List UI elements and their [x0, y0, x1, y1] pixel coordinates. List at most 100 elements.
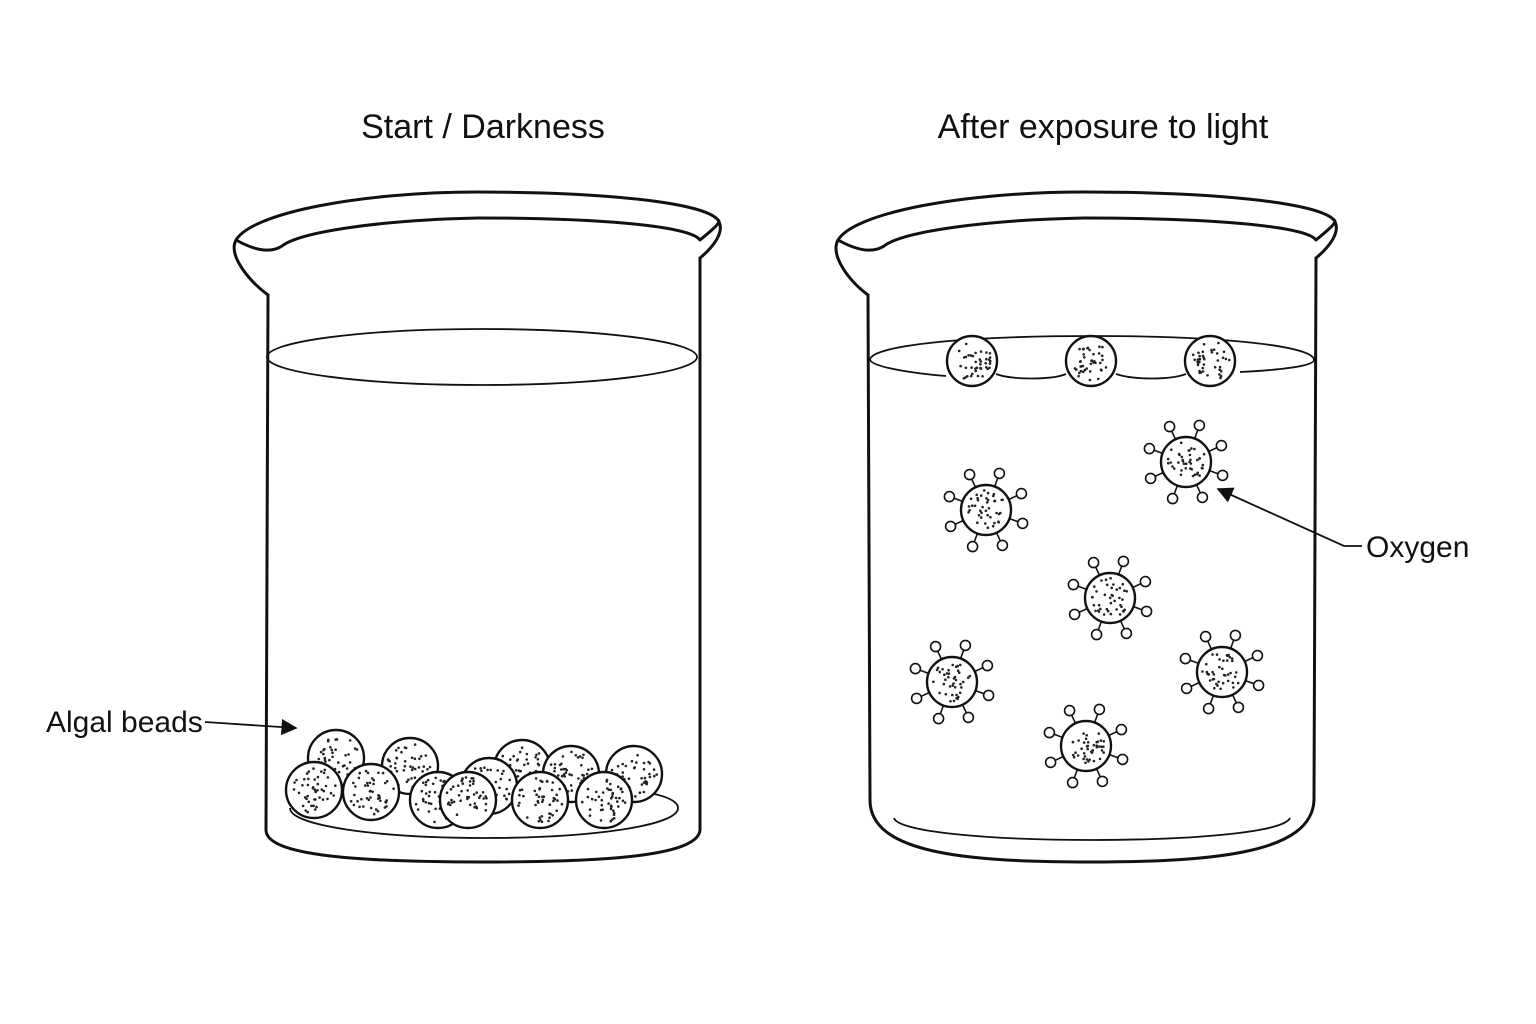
- bead-speck: [979, 367, 983, 370]
- bead-speck: [642, 761, 646, 765]
- bead-speck: [334, 738, 338, 741]
- right-beaker: [834, 190, 1338, 864]
- bead-speck: [329, 791, 333, 795]
- bead-speck: [413, 776, 417, 779]
- bead-speck: [1221, 667, 1224, 671]
- bead-speck: [1201, 366, 1205, 370]
- bead-speck: [442, 780, 445, 783]
- bubble-stem: [1097, 621, 1103, 631]
- bead-speck: [305, 772, 309, 775]
- bead-speck: [1109, 612, 1113, 616]
- bead-speck: [580, 764, 583, 767]
- bead-speck: [402, 769, 406, 772]
- bead-speck: [938, 670, 942, 674]
- bead-speck: [1086, 346, 1090, 350]
- bead-speck: [1222, 659, 1225, 662]
- bead-speck: [1082, 752, 1086, 755]
- bead-speck: [426, 778, 430, 782]
- bead-speck: [358, 805, 361, 809]
- bead-speck: [372, 782, 375, 786]
- bead-speck: [560, 768, 563, 771]
- bead-speck: [1097, 745, 1101, 748]
- bead-speck: [976, 374, 980, 378]
- bead-speck: [1099, 739, 1103, 742]
- bubble-stem: [953, 497, 963, 503]
- bead-speck: [536, 758, 540, 761]
- bubble-stem: [1009, 517, 1019, 523]
- bead-speck: [305, 797, 308, 801]
- bubble-stem: [920, 691, 930, 698]
- bead-speck: [520, 788, 524, 791]
- bubble-stem: [1108, 730, 1118, 737]
- bead-speck: [368, 790, 372, 793]
- bead-speck: [606, 787, 609, 790]
- bead-speck: [1097, 377, 1100, 381]
- oxygen-bubble: [1066, 776, 1079, 789]
- bead-speck: [1077, 739, 1080, 742]
- bead-speck: [959, 663, 962, 667]
- bead-speck: [1072, 753, 1075, 757]
- bead-speck: [955, 696, 958, 700]
- bead-speck: [1188, 449, 1191, 452]
- bead-speck: [984, 509, 988, 513]
- bead-speck: [1115, 588, 1118, 591]
- bead-speck: [576, 756, 580, 759]
- bead-speck: [379, 799, 382, 803]
- bead-speck: [516, 758, 520, 761]
- bead-speck: [328, 758, 331, 762]
- bead-speck: [312, 804, 315, 808]
- bead-speck: [618, 796, 621, 800]
- bead-speck: [323, 768, 327, 772]
- bead-speck: [384, 801, 388, 804]
- bead-speck: [483, 766, 486, 769]
- bead-speck: [452, 800, 456, 804]
- bead-speck: [468, 803, 472, 807]
- bubble-stem: [939, 705, 945, 715]
- bead-speck: [1082, 732, 1085, 735]
- bubble-stem: [970, 478, 977, 488]
- bead-speck: [623, 801, 627, 804]
- bead-speck: [293, 781, 296, 784]
- bead-speck: [1120, 605, 1123, 609]
- oxygen-bubble: [1115, 723, 1128, 736]
- bead-speck: [326, 797, 329, 801]
- bead-speck: [1226, 679, 1230, 683]
- bead-speck: [1189, 462, 1193, 465]
- bead-speck: [536, 762, 540, 766]
- bead-speck: [535, 753, 538, 757]
- bead-speck: [1206, 374, 1209, 377]
- bead-speck: [555, 793, 558, 797]
- bead-speck: [1166, 461, 1170, 465]
- bead-speck: [581, 756, 584, 760]
- bead-speck: [1166, 457, 1170, 461]
- bead-speck: [977, 514, 981, 517]
- bead-speck: [964, 342, 968, 346]
- bead-speck: [588, 814, 592, 817]
- bead-speck: [317, 757, 321, 761]
- bead-speck: [337, 761, 340, 764]
- bead-speck: [960, 686, 963, 689]
- bead-speck: [472, 779, 475, 783]
- bead-speck: [505, 797, 509, 801]
- bead-speck: [957, 671, 961, 674]
- oxygen-bubble: [1179, 652, 1192, 665]
- bead-speck: [525, 758, 528, 761]
- bead-with-oxygen-bubbles: [1043, 703, 1129, 789]
- bead-speck: [313, 798, 316, 801]
- bead-speck: [997, 520, 1000, 524]
- bead-speck: [1113, 599, 1116, 603]
- bead-speck: [621, 762, 624, 766]
- bead-speck: [500, 772, 504, 776]
- bead-speck: [322, 752, 325, 756]
- bead-speck: [372, 812, 376, 816]
- bubble-stem: [1245, 679, 1255, 685]
- bead-speck: [976, 499, 980, 502]
- bead-speck: [434, 807, 437, 811]
- bead-speck: [1072, 755, 1076, 759]
- bead-speck: [1218, 365, 1222, 369]
- bead-speck: [989, 515, 992, 519]
- bead-speck: [419, 755, 423, 758]
- bead-speck: [486, 768, 489, 772]
- oxygen-bubble: [996, 539, 1009, 552]
- left-panel-title: Start / Darkness: [361, 108, 605, 146]
